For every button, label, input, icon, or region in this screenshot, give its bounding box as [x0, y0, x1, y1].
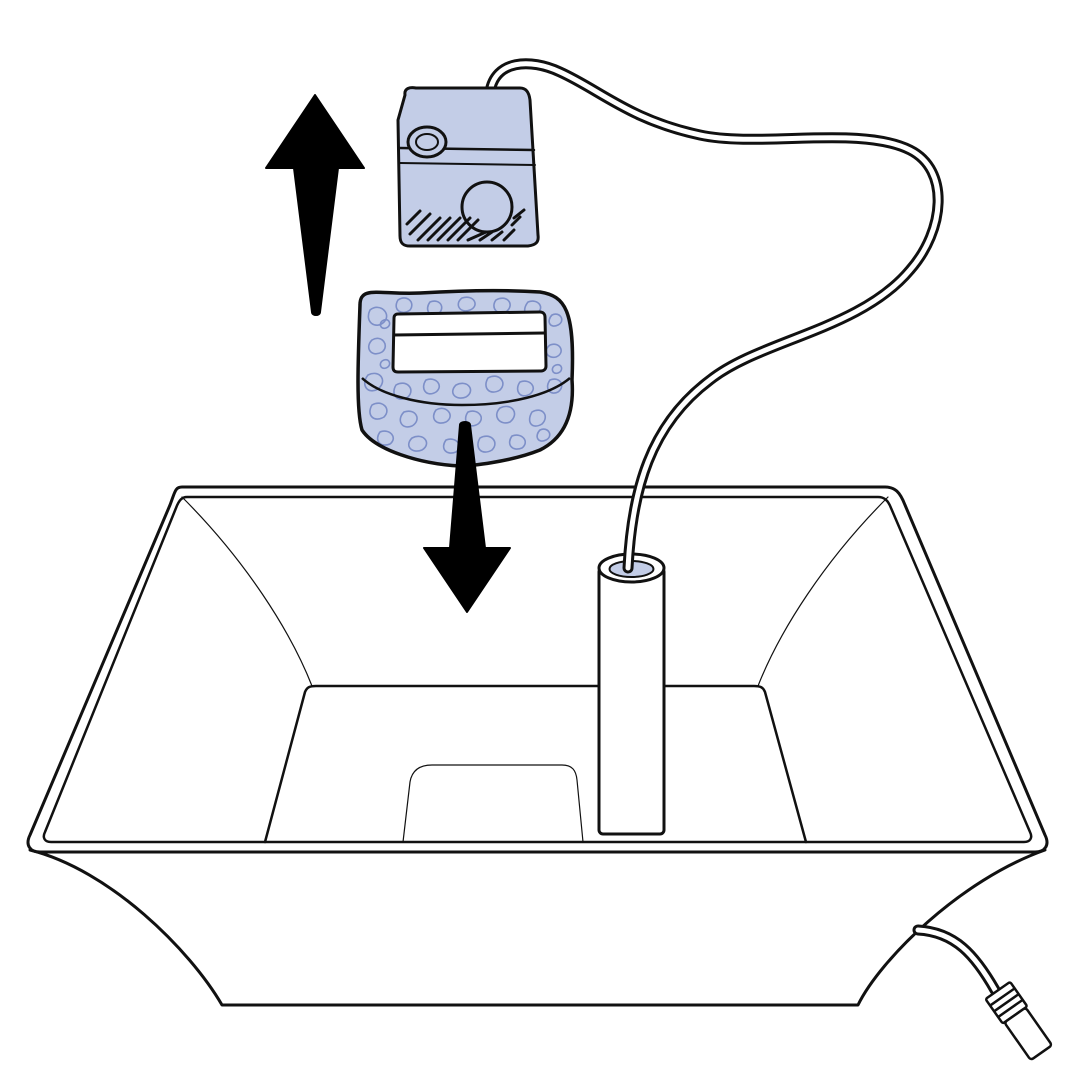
cable-icon [484, 58, 1001, 996]
arrow-up-icon [265, 94, 365, 316]
plug-icon [985, 981, 1053, 1061]
tube-icon [597, 552, 666, 836]
water-pump-icon [396, 86, 540, 248]
arrow-down-icon [423, 421, 511, 613]
sponge-filter-icon [356, 288, 575, 468]
basin-icon [26, 485, 1049, 1007]
